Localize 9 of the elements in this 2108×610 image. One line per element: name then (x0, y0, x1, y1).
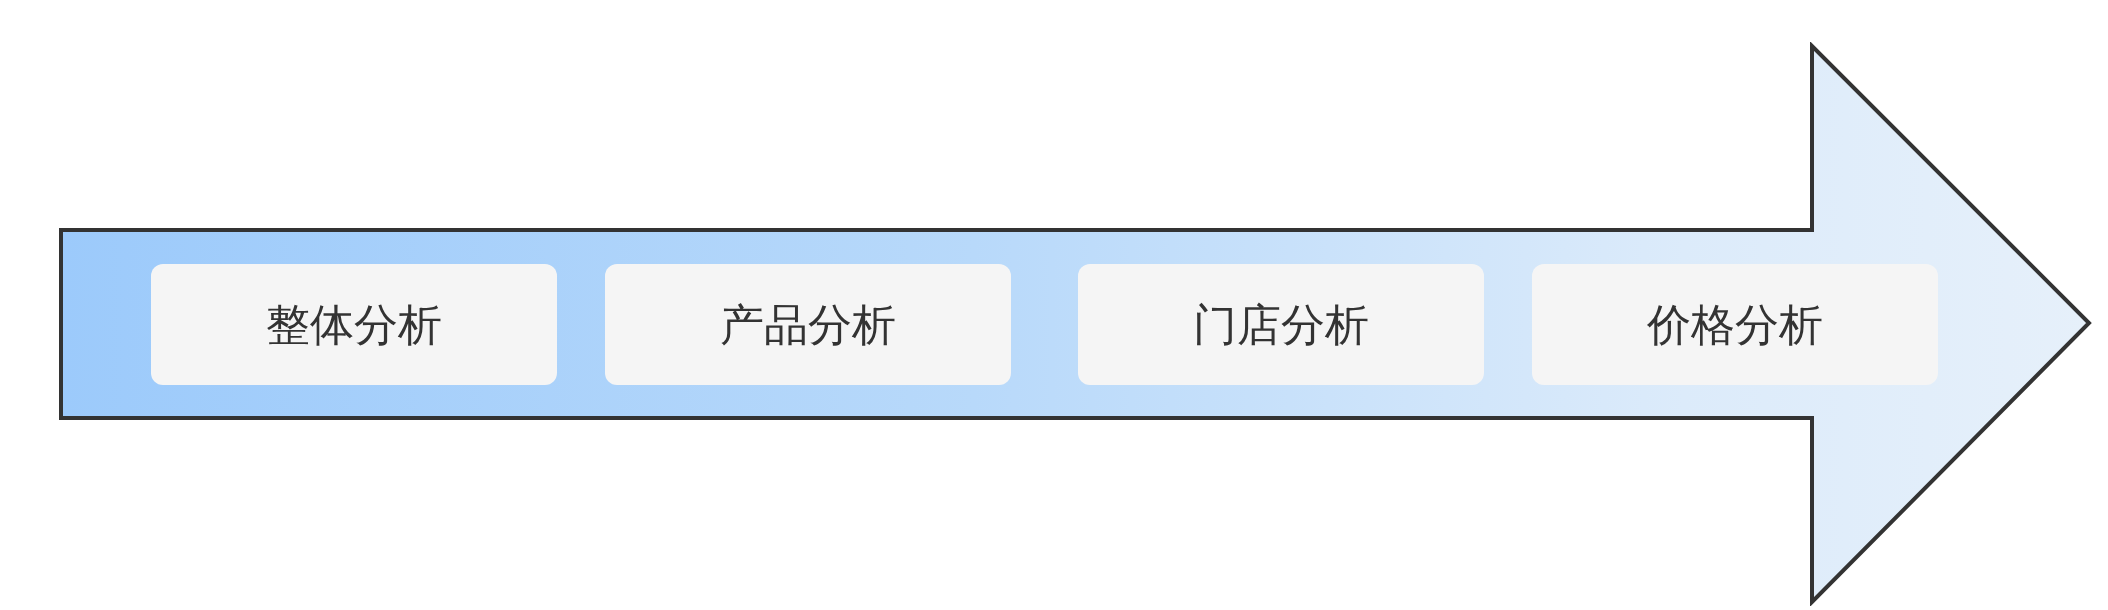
step-box (151, 264, 557, 385)
step-label: 整体分析 (266, 302, 442, 347)
step-box (1532, 264, 1938, 385)
step-label: 产品分析 (720, 302, 896, 347)
step-box (1078, 264, 1484, 385)
step-box (605, 264, 1011, 385)
step-label: 门店分析 (1193, 302, 1369, 347)
step-label: 价格分析 (1647, 302, 1823, 347)
block-arrow (58, 42, 2094, 606)
